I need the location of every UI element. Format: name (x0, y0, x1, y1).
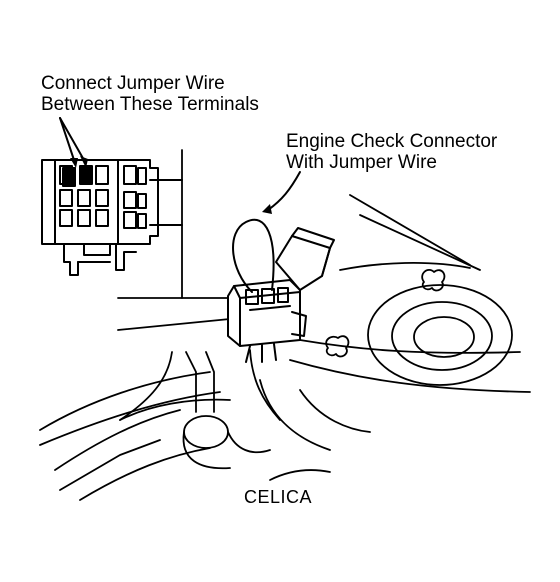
terminal-cavity (77, 189, 91, 207)
terminal-cavity (123, 191, 137, 209)
connector-terminal-detail (41, 159, 183, 276)
jumper-callout-line-2: Between These Terminals (41, 94, 259, 115)
terminal-cavity (95, 189, 109, 207)
terminal-cavity (137, 193, 147, 209)
model-caption: CELICA (244, 487, 313, 507)
connector-callout-arrow (262, 171, 301, 214)
terminal-highlight-right (79, 165, 93, 185)
terminal-cavity (59, 189, 73, 207)
terminal-cavity (77, 209, 91, 227)
terminal-cavity (137, 167, 147, 185)
jumper-wire (232, 218, 275, 293)
jumper-callout-label: Connect Jumper Wire Between These Termin… (41, 73, 259, 115)
connector-callout-line-1: Engine Check Connector (286, 131, 498, 152)
hose-clamp (325, 335, 350, 358)
air-cleaner (367, 284, 513, 386)
hose-clamp (421, 269, 446, 292)
terminal-cavity (137, 213, 147, 229)
terminal-highlight-left (62, 167, 76, 187)
connector-callout-line-2: With Jumper Wire (286, 152, 437, 173)
terminal-cavity (123, 211, 137, 229)
jumper-callout-line-1: Connect Jumper Wire (41, 73, 225, 94)
terminal-cavity (59, 209, 73, 227)
terminal-cavity (95, 165, 109, 185)
engine-bay-outlines (39, 149, 531, 501)
terminal-cavity (123, 165, 137, 185)
connector-callout-label: Engine Check Connector With Jumper Wire (286, 131, 497, 173)
terminal-cavity (95, 209, 109, 227)
jumper-callout-arrows (59, 117, 88, 168)
sensor-boss (183, 415, 229, 449)
engine-check-connector (227, 218, 335, 363)
